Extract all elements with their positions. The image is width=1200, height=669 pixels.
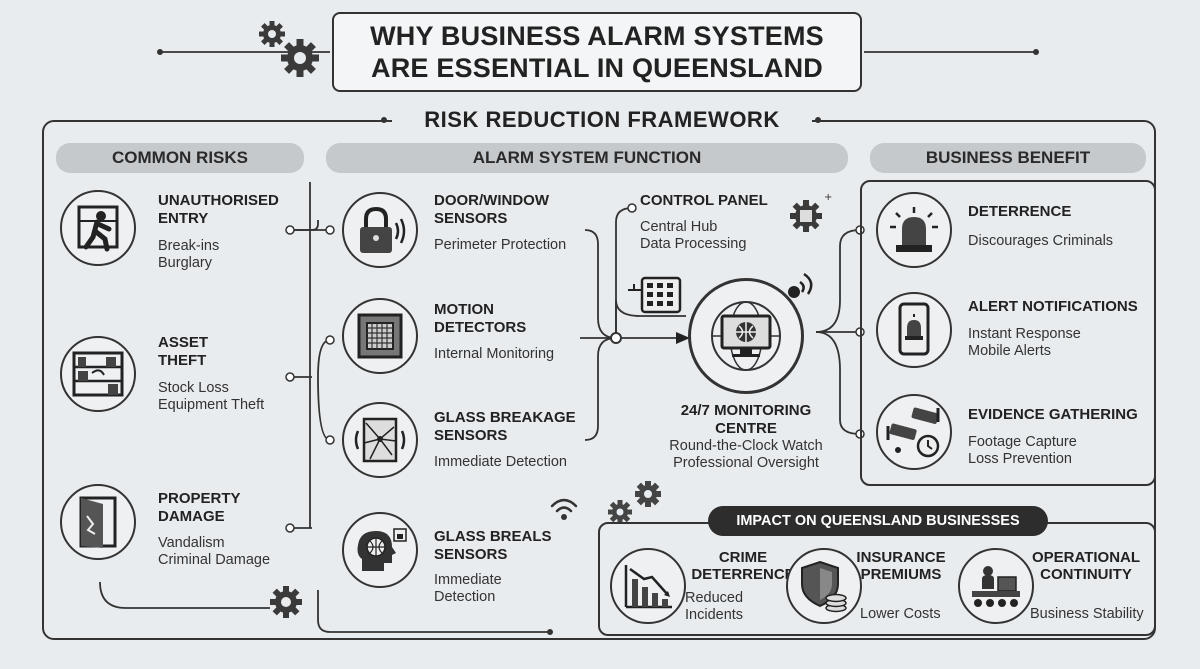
keypad-icon <box>628 276 682 314</box>
benefit-sub-2a: Instant Response <box>968 326 1081 342</box>
impact-sub-2a: Lower Costs <box>860 606 941 622</box>
function-title-1b: SENSORS <box>434 210 508 227</box>
impact-title-2b: PREMIUMS <box>860 566 942 583</box>
control-panel-sub-1: Central Hub <box>640 219 718 235</box>
column-header-risks: COMMON RISKS <box>56 143 304 173</box>
control-panel-sub-2: Data Processing <box>640 236 747 252</box>
motion-sensor-icon <box>342 298 418 374</box>
impact-title-2a: INSURANCE <box>856 549 946 566</box>
monitoring-sub-2: Professional Oversight <box>673 455 819 471</box>
siren-icon <box>876 192 952 268</box>
risk-title-3b: DAMAGE <box>158 508 225 525</box>
cctv-camera-icon <box>876 394 952 470</box>
monitor-globe-icon <box>688 278 804 394</box>
risk-title-1a: UNAUTHORISED <box>158 192 279 209</box>
column-header-function: ALARM SYSTEM FUNCTION <box>326 143 848 173</box>
shelves-icon <box>60 336 136 412</box>
padlock-icon <box>342 192 418 268</box>
risk-title-2b: THEFT <box>158 352 207 369</box>
risk-sub-3a: Vandalism <box>158 535 225 551</box>
intruder-icon <box>60 190 136 266</box>
benefit-title-1: DETERRENCE <box>968 203 1072 220</box>
function-title-3a: GLASS BREAKAGE <box>434 409 576 426</box>
risk-sub-3b: Criminal Damage <box>158 552 271 568</box>
function-title-2b: DETECTORS <box>434 319 527 336</box>
svg-text:+: + <box>824 192 832 203</box>
risk-title-2a: ASSET <box>158 334 209 351</box>
benefit-sub-1a: Discourages Criminals <box>968 233 1114 249</box>
damaged-door-icon <box>60 484 136 560</box>
impact-sub-1a: Reduced <box>685 590 744 606</box>
risk-sub-1a: Break-ins <box>158 238 220 254</box>
title-line-1: WHY BUSINESS ALARM SYSTEMS <box>370 21 824 51</box>
broken-glass-icon <box>342 402 418 478</box>
risk-title-3a: PROPERTY <box>158 490 241 507</box>
phone-alert-icon <box>876 292 952 368</box>
function-title-1a: DOOR/WINDOW <box>434 192 549 209</box>
impact-title-1b: DETERRENCE <box>691 566 795 583</box>
function-sub-1: Perimeter Protection <box>434 237 567 253</box>
monitoring-sub-1: Round-the-Clock Watch <box>669 438 823 454</box>
function-title-3b: SENSORS <box>434 427 508 444</box>
benefit-sub-3a: Footage Capture <box>968 434 1077 450</box>
impact-sub-3a: Business Stability <box>1030 606 1144 622</box>
gear-icon <box>608 481 661 524</box>
framework-title: RISK REDUCTION FRAMEWORK <box>392 104 812 136</box>
impact-title-3a: OPERATIONAL <box>1031 549 1141 566</box>
benefit-sub-3b: Loss Prevention <box>968 451 1072 467</box>
risk-sub-1b: Burglary <box>158 255 212 271</box>
function-title-4b: SENSORS <box>434 546 508 563</box>
impact-sub-1b: Incidents <box>685 607 744 623</box>
function-title-4a: GLASS BREALS <box>434 528 552 545</box>
control-panel-title: CONTROL PANEL <box>640 192 768 209</box>
page-title: WHY BUSINESS ALARM SYSTEMS ARE ESSENTIAL… <box>332 12 862 92</box>
impact-title-3b: CONTINUITY <box>1040 566 1132 583</box>
risk-sub-2b: Equipment Theft <box>158 397 265 413</box>
gear-icon <box>270 586 302 618</box>
impact-title-1a: CRIME <box>718 549 768 566</box>
head-globe-icon <box>342 512 418 588</box>
function-sub-4b: Detection <box>434 589 496 605</box>
wifi-icon <box>550 498 578 520</box>
column-header-benefit: BUSINESS BENEFIT <box>870 143 1146 173</box>
function-sub-2: Internal Monitoring <box>434 346 555 362</box>
benefit-title-3: EVIDENCE GATHERING <box>968 406 1138 423</box>
function-sub-3: Immediate Detection <box>434 454 567 470</box>
function-sub-4a: Immediate <box>434 572 502 588</box>
shield-coins-icon <box>786 548 862 624</box>
conveyor-worker-icon <box>958 548 1034 624</box>
gear-icon <box>259 21 319 77</box>
wifi-icon <box>788 272 813 298</box>
monitoring-title-b: CENTRE <box>715 420 777 437</box>
risk-title-1b: ENTRY <box>158 210 209 227</box>
benefit-sub-2b: Mobile Alerts <box>968 343 1052 359</box>
gear-icon: + <box>790 192 832 232</box>
monitoring-title-a: 24/7 MONITORING <box>680 402 812 419</box>
risk-sub-2a: Stock Loss <box>158 380 229 396</box>
benefit-title-2: ALERT NOTIFICATIONS <box>968 298 1138 315</box>
benefits-panel <box>860 180 1156 486</box>
impact-title: IMPACT ON QUEENSLAND BUSINESSES <box>708 506 1048 536</box>
function-title-2a: MOTION <box>434 301 494 318</box>
title-line-2: ARE ESSENTIAL IN QUEENSLAND <box>371 53 823 83</box>
chart-down-icon <box>610 548 686 624</box>
